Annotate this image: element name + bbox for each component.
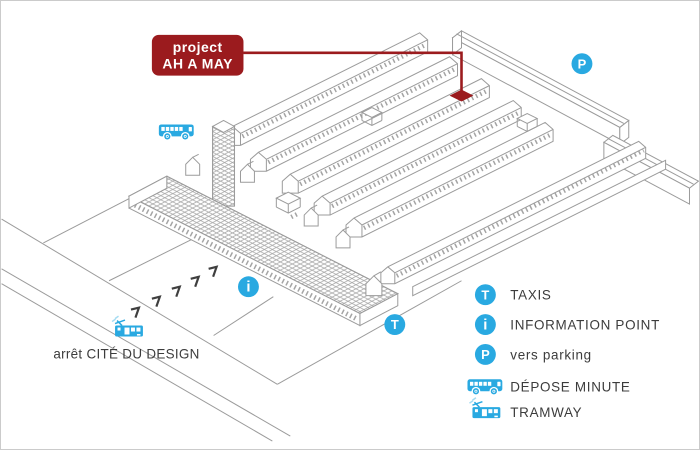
legend-item-information: i INFORMATION POINT — [474, 314, 660, 336]
legend-label-information: INFORMATION POINT — [510, 318, 660, 333]
legend-label-tramway: TRAMWAY — [510, 405, 582, 420]
info-circle-icon — [238, 276, 259, 298]
parking-marker-glyph: P — [578, 56, 587, 71]
bus-icon — [158, 124, 194, 141]
project-callout-line2: AH A MAY — [162, 56, 233, 72]
parking-circle-icon — [571, 53, 593, 75]
legend: T TAXIS i INFORMATION POINT P vers parki… — [467, 284, 660, 420]
info-glyph: i — [483, 317, 487, 334]
legend-item-tramway: TRAMWAY — [468, 396, 582, 420]
streets-and-plaza — [1, 196, 462, 442]
northeast-perimeter-buildings — [451, 29, 699, 205]
information-marker: i — [238, 276, 259, 298]
lattice-tower — [211, 119, 236, 207]
pavilion — [516, 112, 539, 132]
small-house — [239, 160, 255, 183]
small-house — [303, 204, 319, 227]
parking-marker: P — [571, 53, 593, 75]
pavilion — [360, 106, 383, 127]
bus-icon — [467, 379, 503, 396]
small-house — [185, 153, 201, 176]
taxi-circle-icon — [384, 314, 406, 336]
taxi-marker-glyph: T — [391, 317, 399, 332]
project-callout: project AH A MAY — [151, 34, 244, 76]
tram-icon — [111, 315, 144, 338]
small-house — [335, 226, 351, 249]
taxi-glyph: T — [481, 287, 489, 302]
legend-label-taxis: TAXIS — [510, 288, 551, 303]
taxi-circle-icon — [474, 284, 496, 306]
tram-icon — [468, 396, 502, 419]
information-marker-glyph: i — [246, 279, 250, 296]
legend-label-depose-minute: DÉPOSE MINUTE — [510, 379, 630, 394]
tram-stop-label: arrêt CITÉ DU DESIGN — [53, 346, 199, 361]
legend-label-parking: vers parking — [510, 347, 592, 362]
workshop-buildings — [185, 32, 554, 249]
legend-item-taxis: T TAXIS — [474, 284, 551, 306]
small-house — [365, 271, 383, 297]
front-perimeter-buildings — [365, 140, 667, 297]
legend-item-depose-minute: DÉPOSE MINUTE — [467, 379, 630, 396]
project-callout-box — [151, 34, 244, 76]
pavilion — [275, 191, 302, 220]
parking-glyph: P — [481, 347, 490, 362]
project-callout-line1: project — [173, 39, 223, 55]
parking-circle-icon — [474, 343, 496, 365]
walking-direction-chevrons — [130, 265, 219, 318]
taxi-marker: T — [384, 314, 406, 336]
info-circle-icon — [474, 314, 496, 336]
platine-building — [127, 175, 399, 327]
legend-item-parking: P vers parking — [474, 343, 592, 365]
